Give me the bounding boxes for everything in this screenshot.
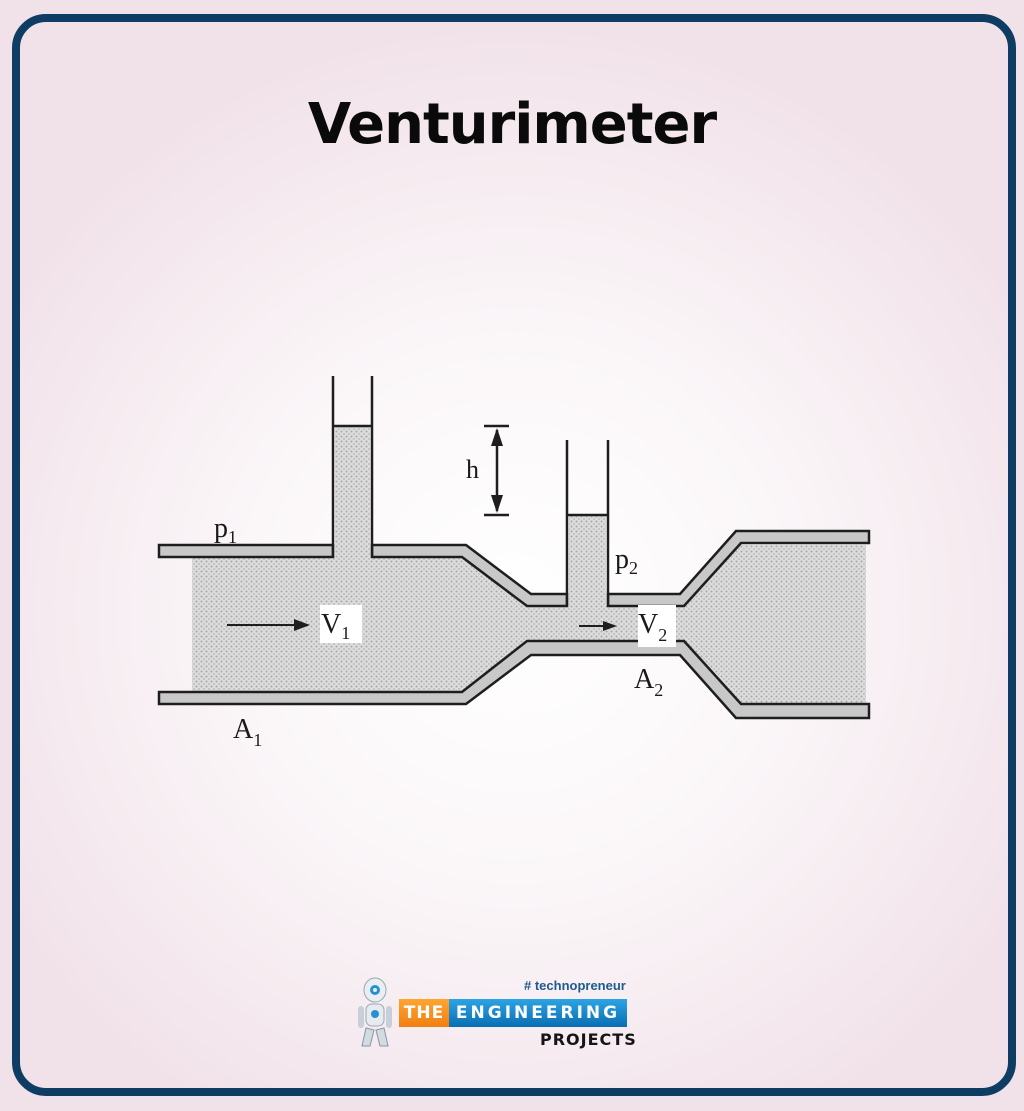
flow-arrow-v2 (579, 621, 617, 631)
label-a1: A1 (233, 714, 262, 750)
label-p1: p1 (214, 513, 237, 547)
logo-word-projects: PROJECTS (540, 1030, 637, 1049)
fluid-region (192, 426, 866, 706)
label-h: h (466, 455, 479, 484)
label-v2: V2 (638, 609, 667, 645)
robot-mascot-icon (358, 977, 392, 1047)
brand-logo: # technopreneur THE ENGINEERING PROJECTS (352, 976, 642, 1056)
logo-tagline: # technopreneur (524, 978, 626, 993)
piezometer-tubes (331, 376, 610, 606)
logo-word-engineering: ENGINEERING (449, 999, 627, 1027)
label-a2: A2 (634, 664, 663, 700)
label-v1: V1 (321, 609, 350, 643)
pipe-walls (157, 529, 871, 720)
flow-arrow-v1 (227, 619, 310, 631)
logo-word-the: THE (399, 999, 449, 1027)
page-title: Venturimeter (307, 92, 717, 157)
height-difference-marker (484, 424, 509, 517)
label-p2: p2 (615, 544, 638, 578)
